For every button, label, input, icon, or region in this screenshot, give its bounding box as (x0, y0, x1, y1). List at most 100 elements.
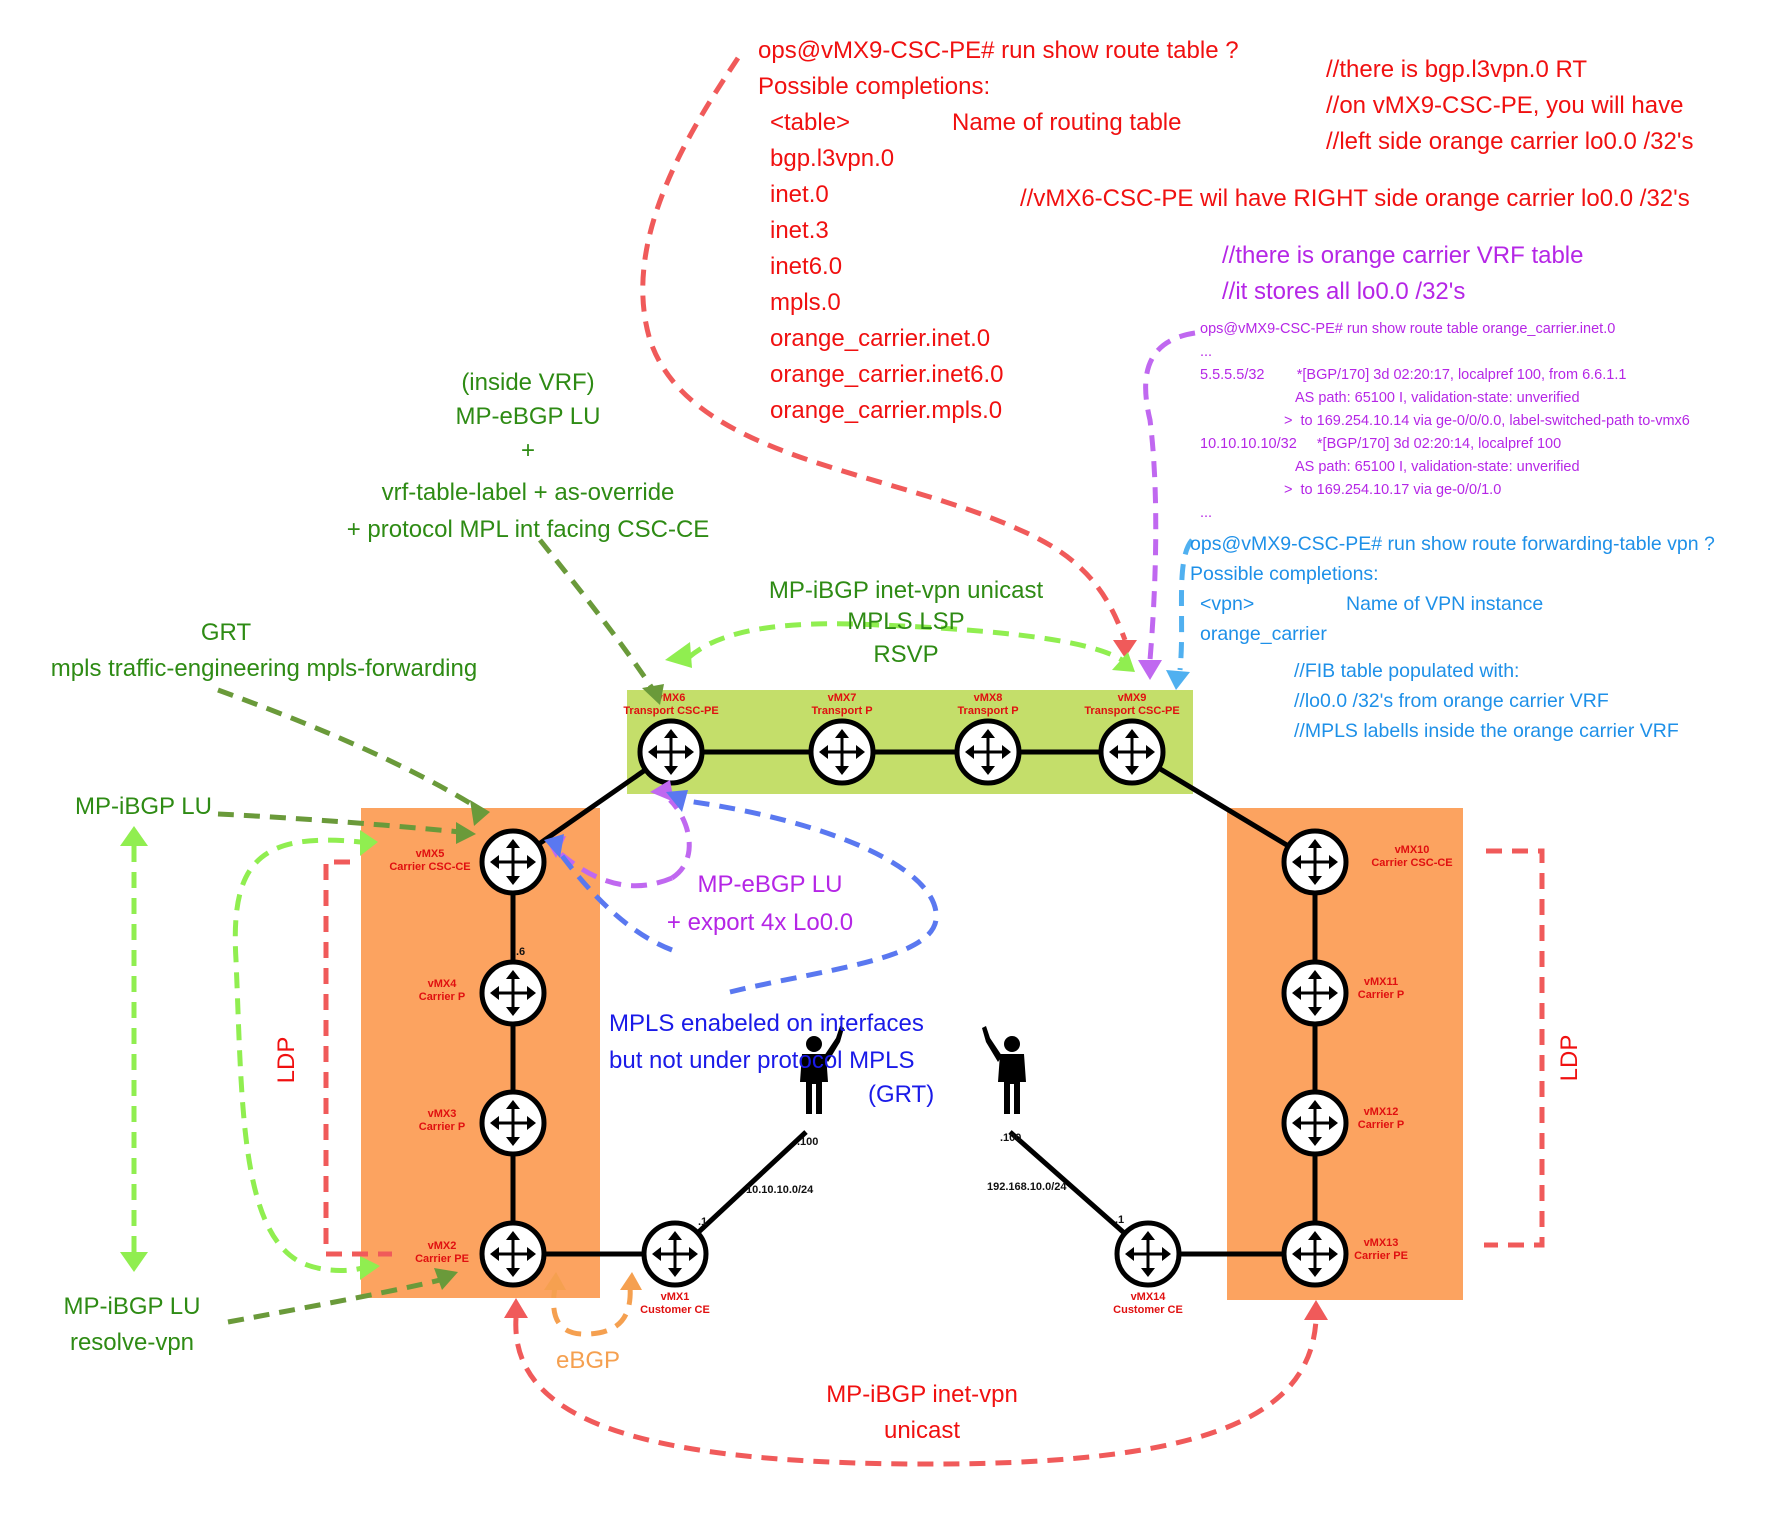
router-vmx3[interactable] (482, 1092, 544, 1154)
transport-label-2: RSVP (873, 641, 938, 668)
vmx14-name: vMX14 (1131, 1291, 1167, 1303)
arrow-bottom-ibgp (513, 1317, 1319, 1467)
arrowhead-cli-vmx9 (1113, 640, 1137, 658)
router-vmx12[interactable] (1284, 1092, 1346, 1154)
cli-top-table-5: orange_carrier.inet.0 (770, 325, 990, 352)
route-output-0: ops@vMX9-CSC-PE# run show route table or… (1200, 321, 1615, 337)
vmx14-interface-label: .1 (1115, 1214, 1124, 1226)
vmx5-role: Carrier CSC-CE (389, 861, 470, 873)
purple-comments: //there is orange carrier VRF table //it… (1222, 242, 1584, 305)
link-vmx9-vmx10 (1130, 749, 1317, 865)
mpls-enabled-label: MPLS enabeled on interfaces but not unde… (609, 1010, 934, 1108)
arrowhead-transport-left (665, 642, 692, 668)
transport-label-0: MP-iBGP inet-vpn unicast (769, 577, 1044, 604)
comment-red-0: //there is bgp.l3vpn.0 RT (1326, 56, 1587, 83)
vrf-lu-2: + (521, 437, 535, 464)
comment-red-1: //on vMX9-CSC-PE, you will have (1326, 92, 1683, 119)
ldp-right-label: LDP (1556, 1035, 1583, 1082)
fib-cli-block: ops@vMX9-CSC-PE# run show route forwardi… (1190, 533, 1715, 742)
arrow-vrf-table-to-vmx9 (1143, 330, 1196, 661)
router-vmx7[interactable] (811, 721, 873, 783)
arrow-cli-to-vmx9 (640, 56, 1128, 641)
router-vmx2[interactable] (482, 1223, 544, 1285)
route-output-8: ... (1200, 505, 1212, 521)
link-label-vmx5-vmx4: .6 (516, 946, 525, 958)
vmx6-name: vMX6 (657, 692, 686, 704)
fib-row1-key: <vpn> (1200, 593, 1254, 615)
arrow-loop-vmx5-vmx2 (232, 837, 371, 1273)
right-subnet-label: 192.168.10.0/24 (987, 1181, 1067, 1193)
vmx9-name: vMX9 (1118, 692, 1147, 704)
comment-purple-0: //there is orange carrier VRF table (1222, 242, 1584, 269)
comment-cyan-2: //MPLS labells inside the orange carrier… (1294, 720, 1679, 742)
vmx4-name: vMX4 (428, 978, 458, 990)
router-vmx6[interactable] (640, 721, 702, 783)
router-vmx11[interactable] (1284, 962, 1346, 1024)
cli-top-table-6: orange_carrier.inet6.0 (770, 361, 1003, 388)
comment-cyan-1: //lo0.0 /32's from orange carrier VRF (1294, 690, 1609, 712)
route-output-4: > to 169.254.10.14 via ge-0/0/0.0, label… (1284, 413, 1690, 429)
router-vmx14[interactable] (1117, 1223, 1179, 1285)
cli-route-table-block: ops@vMX9-CSC-PE# run show route table ? … (758, 37, 1239, 424)
fib-row1-desc: Name of VPN instance (1346, 593, 1543, 615)
vmx1-name: vMX1 (661, 1291, 690, 1303)
mp-ibgp-resolve-1: resolve-vpn (70, 1329, 194, 1356)
vmx13-name: vMX13 (1364, 1237, 1399, 1249)
ldp-left-bracket (323, 859, 392, 1257)
cli-top-table-2: inet.3 (770, 217, 829, 244)
person-icon-right-host (982, 1026, 1026, 1114)
cli-top-table-1: inet.0 (770, 181, 829, 208)
bottom-ibgp-0: MP-iBGP inet-vpn (826, 1381, 1018, 1408)
bottom-ibgp-1: unicast (884, 1417, 960, 1444)
vmx12-role: Carrier P (1358, 1119, 1404, 1131)
arrowhead-vertical-top (120, 826, 148, 846)
vmx13-role: Carrier PE (1354, 1250, 1408, 1262)
fib-row2: orange_carrier (1200, 623, 1327, 645)
router-vmx10[interactable] (1284, 831, 1346, 893)
vrf-lu-0: (inside VRF) (461, 369, 594, 396)
left-subnet-label: 10.10.10.0/24 (746, 1184, 814, 1196)
arrowhead-ibgp-lu (456, 822, 476, 844)
vmx5-name: vMX5 (416, 848, 445, 860)
vmx10-name: vMX10 (1395, 844, 1430, 856)
router-vmx5[interactable] (482, 831, 544, 893)
arrowhead-vrf-lu (642, 684, 664, 705)
arrow-mpls-to-vmx5 (554, 846, 673, 953)
vmx9-role: Transport CSC-PE (1084, 705, 1179, 717)
comment-red-3: //vMX6-CSC-PE wil have RIGHT side orange… (1020, 185, 1690, 212)
vmx12-name: vMX12 (1364, 1106, 1399, 1118)
red-comments: //there is bgp.l3vpn.0 RT //on vMX9-CSC-… (1020, 56, 1693, 212)
comment-red-2: //left side orange carrier lo0.0 /32's (1326, 128, 1693, 155)
links (510, 749, 1318, 1257)
vmx10-role: Carrier CSC-CE (1371, 857, 1452, 869)
cli-top-row1-desc: Name of routing table (952, 109, 1181, 136)
comment-cyan-0: //FIB table populated with: (1294, 660, 1519, 682)
vmx7-role: Transport P (811, 705, 872, 717)
router-vmx8[interactable] (957, 721, 1019, 783)
arrowhead-ebgp-vmx6 (650, 780, 674, 802)
arrowhead-bottom-right (1304, 1300, 1328, 1320)
mp-ebgp-lu-export-1: + export 4x Lo0.0 (667, 909, 853, 936)
cli-top-table-7: orange_carrier.mpls.0 (770, 397, 1002, 424)
mp-ebgp-lu-export-0: MP-eBGP LU (698, 871, 843, 898)
vrf-lu-3: vrf-table-label + as-override (382, 479, 675, 506)
arrow-ebgp-lu-to-vmx6 (668, 798, 692, 881)
route-output-2: 5.5.5.5/32 *[BGP/170] 3d 02:20:17, local… (1200, 367, 1626, 383)
arrow-ibgp-resolve-to-vmx2 (227, 1277, 441, 1325)
route-output-7: > to 169.254.10.17 via ge-0/0/1.0 (1284, 482, 1501, 498)
router-vmx1[interactable] (644, 1223, 706, 1285)
router-vmx4[interactable] (482, 962, 544, 1024)
vrf-lu-4: + protocol MPL int facing CSC-CE (347, 516, 710, 543)
comment-purple-1: //it stores all lo0.0 /32's (1222, 278, 1465, 305)
cli-top-table-4: mpls.0 (770, 289, 841, 316)
router-vmx13[interactable] (1284, 1223, 1346, 1285)
router-vmx9[interactable] (1101, 721, 1163, 783)
mp-ibgp-lu-resolve-label: MP-iBGP LU resolve-vpn (64, 1293, 201, 1356)
mp-ibgp-lu-label: MP-iBGP LU (75, 793, 212, 820)
vmx1-interface-label: .1 (698, 1216, 707, 1228)
arrowhead-mpls-vmx6 (666, 790, 688, 812)
arrowhead-transport-right (1112, 652, 1135, 672)
ldp-left-label: LDP (273, 1037, 300, 1084)
vmx3-role: Carrier P (419, 1121, 465, 1133)
